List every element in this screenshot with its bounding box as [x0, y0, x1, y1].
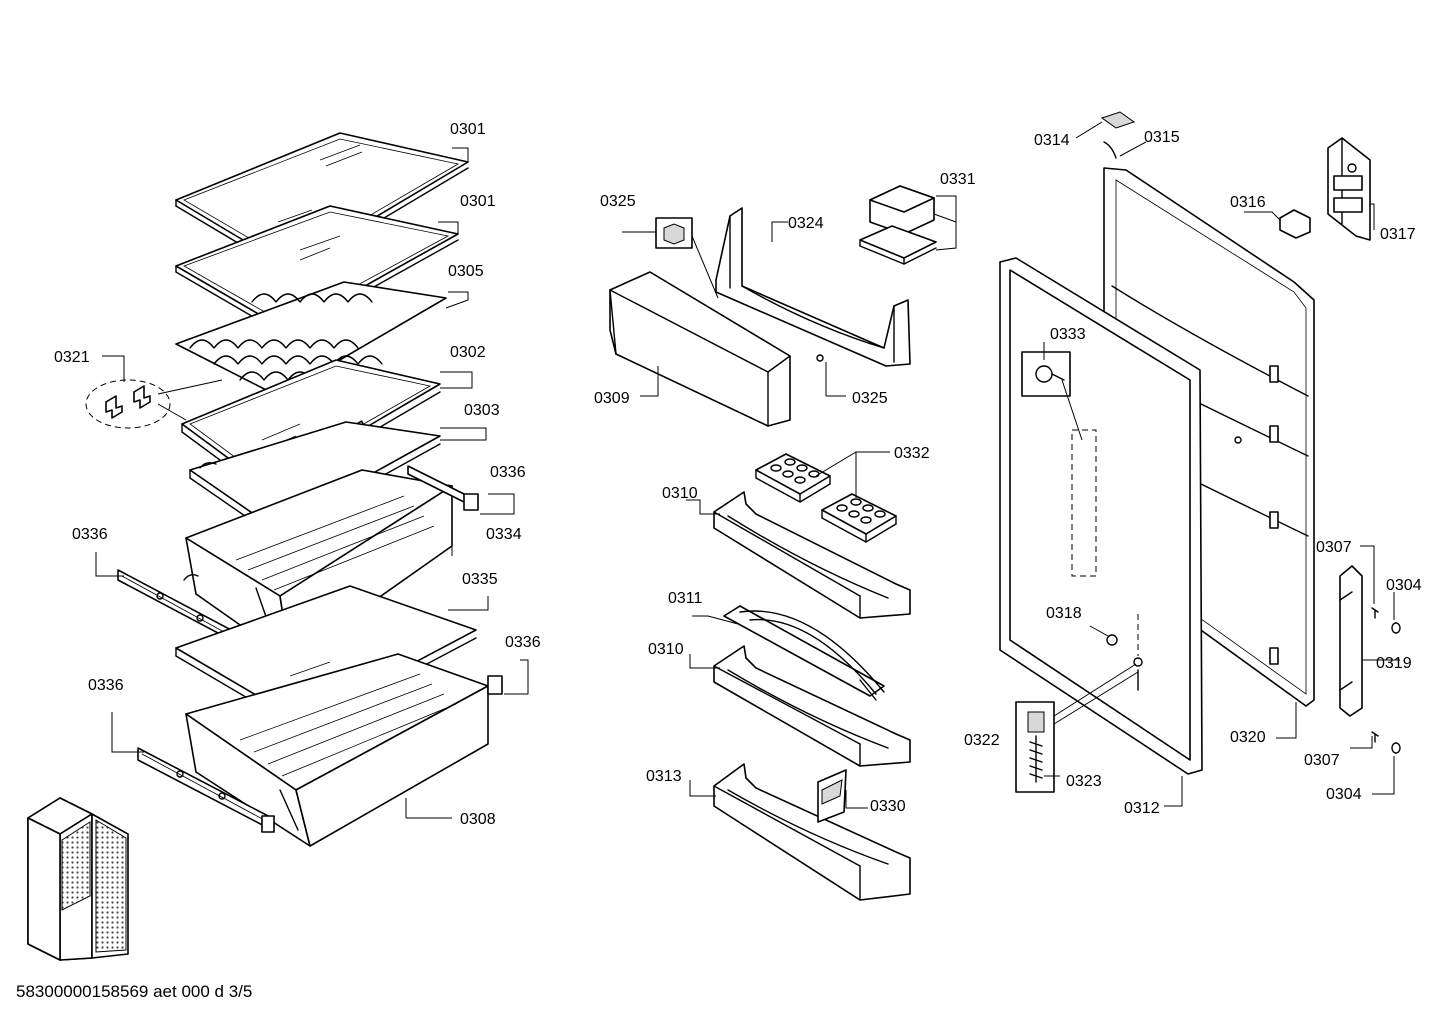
part-labels: 0301 0301 0305 0321 0302 0303 0336 0336 … [54, 121, 1422, 828]
part-0315-spring [1103, 141, 1117, 159]
label-0310-a: 0310 [662, 485, 698, 502]
drawing-reference: 58300000158569 aet 000 d 3/5 [16, 982, 252, 1001]
part-0325-small-stop-lower [816, 354, 824, 362]
label-0314: 0314 [1034, 132, 1070, 149]
part-0314-cap [1100, 111, 1136, 129]
label-0307-a: 0307 [1316, 539, 1352, 556]
leader-lines [95, 121, 1400, 819]
label-0331: 0331 [940, 171, 976, 188]
part-0336-rail-right-upper [407, 465, 479, 511]
label-0322: 0322 [964, 732, 1000, 749]
part-0313-door-shelf-bottom [713, 763, 911, 901]
label-0315: 0315 [1144, 129, 1180, 146]
part-0333-detail-box [1021, 351, 1097, 577]
label-0336-b: 0336 [72, 526, 108, 543]
part-0308-lower-drawer [185, 653, 503, 847]
label-0319: 0319 [1376, 655, 1412, 672]
label-0303: 0303 [464, 402, 500, 419]
part-0310-door-shelf-upper [713, 491, 911, 619]
label-0333: 0333 [1050, 326, 1086, 343]
part-0336-rail-left-lower [137, 747, 275, 833]
label-0308: 0308 [460, 811, 496, 828]
label-0317: 0317 [1380, 226, 1416, 243]
label-0316: 0316 [1230, 194, 1266, 211]
label-0325-a: 0325 [600, 193, 636, 210]
label-0334: 0334 [486, 526, 522, 543]
part-0304-cap-upper [1391, 622, 1401, 634]
label-0301-b: 0301 [460, 193, 496, 210]
label-0304-b: 0304 [1326, 786, 1362, 803]
part-0330-divider [817, 769, 847, 823]
label-0330: 0330 [870, 798, 906, 815]
part-0331-butter-box [859, 185, 937, 265]
part-0311-bottle-holder [723, 605, 885, 701]
label-0325-b: 0325 [852, 390, 888, 407]
part-0319-handle [1339, 565, 1363, 717]
part-0332-egg-trays [755, 453, 897, 543]
part-0325-small-stop-upper [655, 217, 693, 249]
label-0305: 0305 [448, 263, 484, 280]
label-0313: 0313 [646, 768, 682, 785]
part-0321-clips [85, 379, 171, 429]
part-0309-door-cover [609, 271, 791, 427]
part-0307-screw-upper [1371, 607, 1379, 619]
label-0310-b: 0310 [648, 641, 684, 658]
label-0336-a: 0336 [490, 464, 526, 481]
label-0324: 0324 [788, 215, 824, 232]
part-0317-hinge-cover [1327, 137, 1371, 241]
label-0312: 0312 [1124, 800, 1160, 817]
part-0316-block [1279, 209, 1311, 239]
label-0321: 0321 [54, 349, 90, 366]
label-0332: 0332 [894, 445, 930, 462]
part-0322-0323-detail-box [1015, 701, 1055, 793]
label-0309: 0309 [594, 390, 630, 407]
label-0302: 0302 [450, 344, 486, 361]
label-0301-a: 0301 [450, 121, 486, 138]
label-0336-d: 0336 [88, 677, 124, 694]
part-0310-door-shelf-lower [713, 645, 911, 767]
label-0336-c: 0336 [505, 634, 541, 651]
part-0322-plug-small [1133, 657, 1143, 667]
label-0307-b: 0307 [1304, 752, 1340, 769]
label-0311: 0311 [668, 590, 703, 607]
label-0323: 0323 [1066, 773, 1102, 790]
label-0335: 0335 [462, 571, 498, 588]
part-0307-screw-lower [1371, 731, 1379, 743]
part-0318-stop [1106, 634, 1118, 646]
part-0324-door-shelf [715, 207, 911, 367]
label-0318: 0318 [1046, 605, 1082, 622]
part-0304-cap-lower [1391, 742, 1401, 754]
label-0320: 0320 [1230, 729, 1266, 746]
label-0304-a: 0304 [1386, 577, 1422, 594]
fridge-overview-icon [27, 797, 129, 961]
